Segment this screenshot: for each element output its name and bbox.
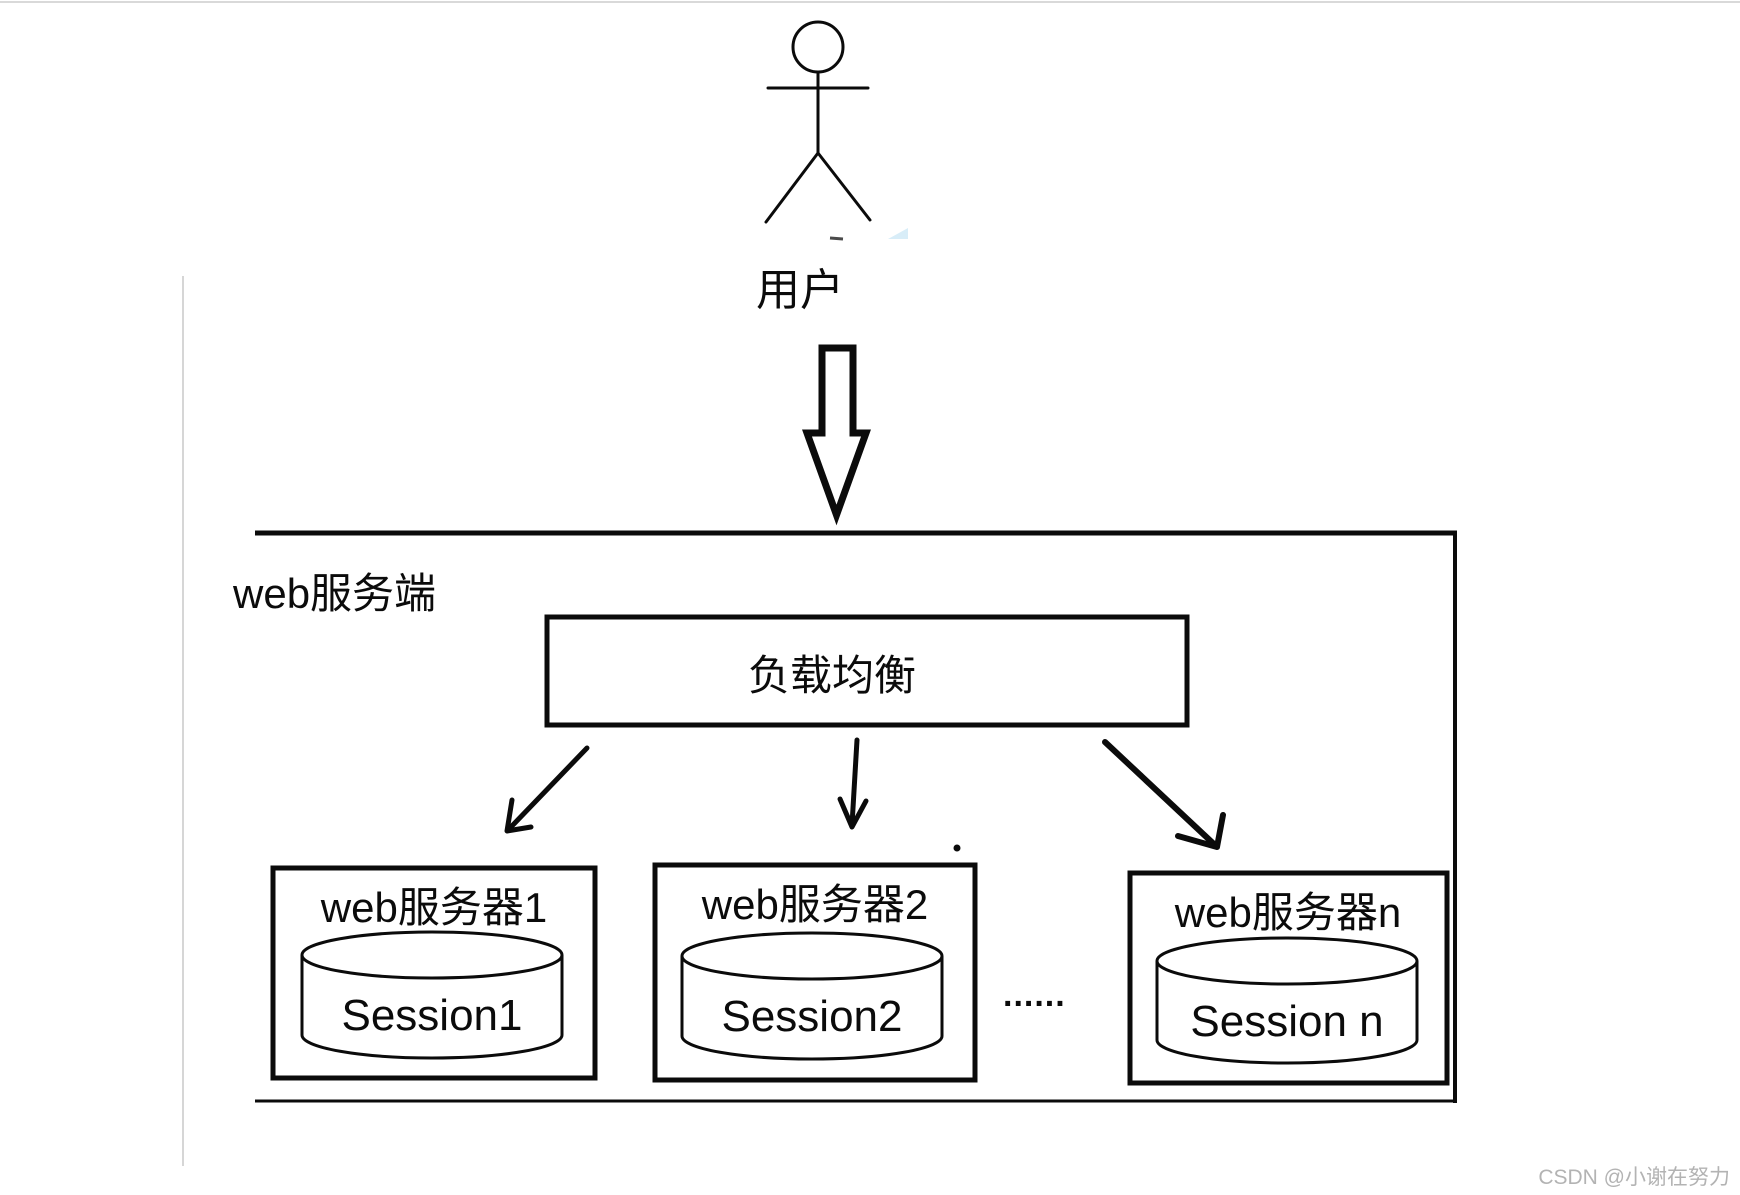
user-to-server-arrow [802, 344, 871, 526]
load-balancer-label: 负载均衡 [748, 652, 916, 699]
session-2-label: Session2 [721, 992, 902, 1041]
session-n-label: Session n [1190, 997, 1383, 1046]
actor-right-leg-line [816, 151, 872, 222]
session-1-cylinder-icon [300, 930, 564, 1060]
arrow-to-server-n [1102, 739, 1226, 850]
servers-ellipsis: ...... [1003, 976, 1066, 1014]
actor-figure [764, 20, 872, 224]
server-node-2: web服务器2 Session2 [652, 862, 978, 1083]
server-n-label: web服务器n [1174, 889, 1401, 936]
actor-left-leg-line [764, 151, 820, 224]
load-balancer-node: 负载均衡 [544, 614, 1190, 728]
server-1-label: web服务器1 [320, 884, 547, 931]
web-server-side-label: web服务端 [232, 570, 436, 617]
actor-label: 用户 [756, 266, 844, 315]
web-server-side-container [255, 530, 1457, 1103]
stray-dot [953, 844, 961, 852]
load-balancer-box [544, 614, 1190, 728]
server-node-n: web服务器n Session n [1127, 870, 1450, 1086]
arrow-to-server-2 [837, 737, 869, 830]
arrow-to-server-1 [504, 745, 590, 834]
stray-mark [829, 236, 844, 241]
server-node-1: web服务器1 Session1 [270, 865, 598, 1081]
session-1-label: Session1 [341, 991, 522, 1040]
stray-highlight-artifact [888, 228, 908, 239]
server-2-label: web服务器2 [701, 881, 928, 928]
session-2-cylinder-icon [680, 931, 944, 1061]
session-n-cylinder-icon [1155, 936, 1419, 1065]
csdn-watermark: CSDN @小谢在努力 [1538, 1166, 1730, 1189]
actor-head-icon [791, 20, 845, 74]
